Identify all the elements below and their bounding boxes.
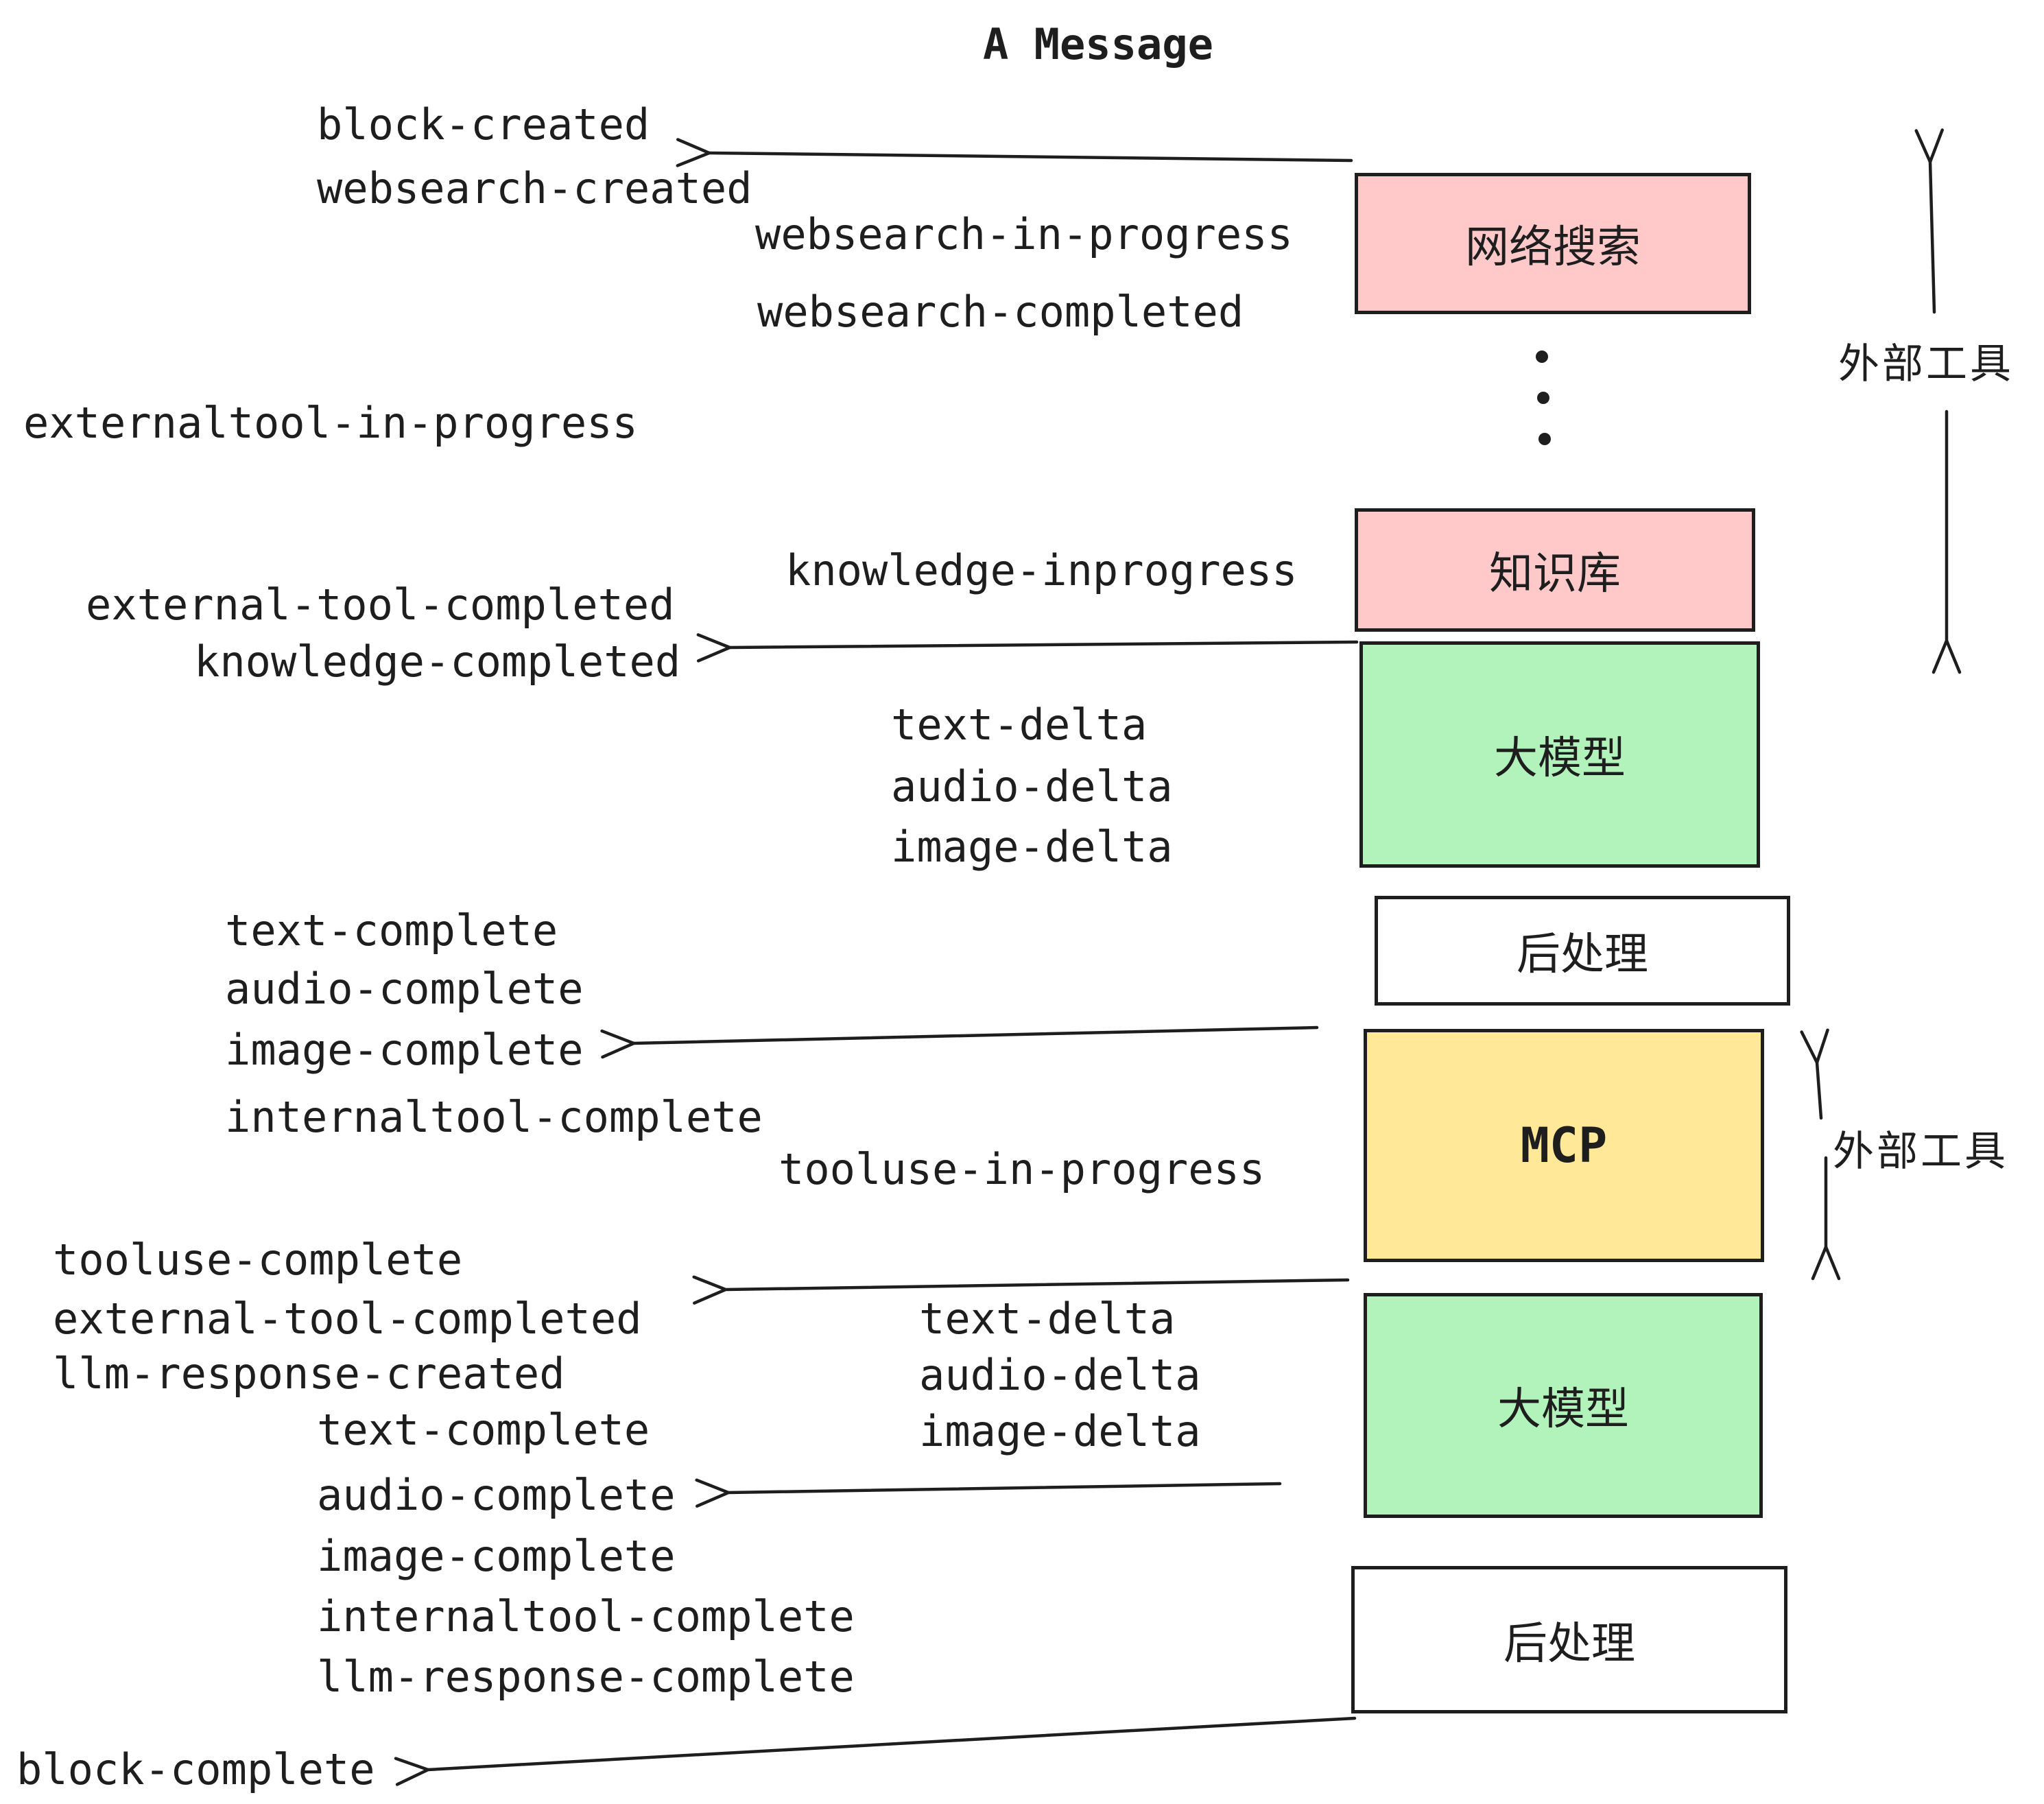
event-label-image-delta-1: image-delta (891, 822, 1173, 872)
box-llm-2: 大模型 (1364, 1293, 1763, 1518)
box-knowledge-base: 知识库 (1355, 508, 1755, 632)
arrow-to-block-complete (428, 1716, 1357, 1770)
event-label-text-complete-2: text-complete (317, 1405, 650, 1455)
box-websearch: 网络搜索 (1355, 173, 1751, 314)
box-mcp-label: MCP (1520, 1117, 1608, 1174)
event-label-llm-response-created: llm-response-created (53, 1349, 565, 1399)
box-llm-1-label: 大模型 (1494, 733, 1626, 784)
arrow-to-audio-complete (728, 1484, 1282, 1493)
box-postprocess-2-label: 后处理 (1504, 1618, 1635, 1670)
box-llm-1: 大模型 (1359, 641, 1760, 868)
event-label-image-complete-1: image-complete (225, 1025, 584, 1075)
event-label-block-complete: block-complete (16, 1744, 375, 1794)
arrow-to-knowledge-completed (730, 642, 1359, 648)
event-label-external-tool-completed-1: external-tool-completed (86, 580, 675, 630)
event-label-websearch-completed: websearch-completed (757, 287, 1244, 337)
event-label-llm-response-complete: llm-response-complete (317, 1652, 855, 1702)
event-label-audio-delta-1: audio-delta (891, 761, 1173, 811)
box-llm-2-label: 大模型 (1497, 1384, 1629, 1435)
arrow-to-image-complete (634, 1025, 1319, 1043)
box-postprocess-1: 后处理 (1375, 896, 1790, 1006)
box-postprocess-1-label: 后处理 (1517, 929, 1648, 980)
event-label-audio-complete-1: audio-complete (225, 964, 584, 1014)
arrow-to-block-created (709, 153, 1353, 161)
event-label-knowledge-completed: knowledge-completed (194, 637, 681, 687)
event-label-text-complete-1: text-complete (225, 905, 558, 956)
arrow-to-tooluse-complete (726, 1280, 1350, 1290)
event-label-internaltool-complete-1: internaltool-complete (225, 1092, 763, 1142)
event-label-block-created: block-created (317, 99, 650, 150)
page-title: A Message (983, 19, 1213, 69)
ellipsis-dots-icon (1536, 351, 1551, 445)
box-mcp: MCP (1364, 1029, 1764, 1262)
event-label-external-tool-completed-2: external-tool-completed (53, 1294, 642, 1344)
external-tools-up-arrow-icon (1930, 162, 1934, 314)
event-label-websearch-created: websearch-created (317, 163, 752, 213)
event-label-tooluse-complete: tooluse-complete (53, 1235, 463, 1285)
event-label-externaltool-in-progress: externaltool-in-progress (23, 398, 638, 448)
event-label-audio-delta-2: audio-delta (919, 1350, 1201, 1400)
event-label-knowledge-inprogress: knowledge-inprogress (785, 545, 1298, 595)
event-label-audio-complete-2: audio-complete (317, 1470, 676, 1520)
box-knowledge-base-label: 知识库 (1489, 549, 1621, 600)
event-label-text-delta-1: text-delta (891, 700, 1148, 750)
event-label-websearch-in-progress: websearch-in-progress (755, 209, 1293, 259)
side-label-external-tools-top: 外部工具 (1838, 340, 2014, 388)
box-postprocess-2: 后处理 (1351, 1566, 1787, 1713)
event-label-text-delta-2: text-delta (919, 1294, 1176, 1344)
event-label-image-complete-2: image-complete (317, 1531, 676, 1581)
event-label-tooluse-in-progress: tooluse-in-progress (779, 1144, 1265, 1194)
mcp-up-arrow-icon (1817, 1063, 1821, 1120)
event-label-internaltool-complete-2: internaltool-complete (317, 1591, 855, 1641)
box-websearch-label: 网络搜索 (1465, 222, 1641, 273)
event-label-image-delta-2: image-delta (919, 1406, 1201, 1456)
side-label-external-tools-bottom: 外部工具 (1833, 1128, 2008, 1176)
